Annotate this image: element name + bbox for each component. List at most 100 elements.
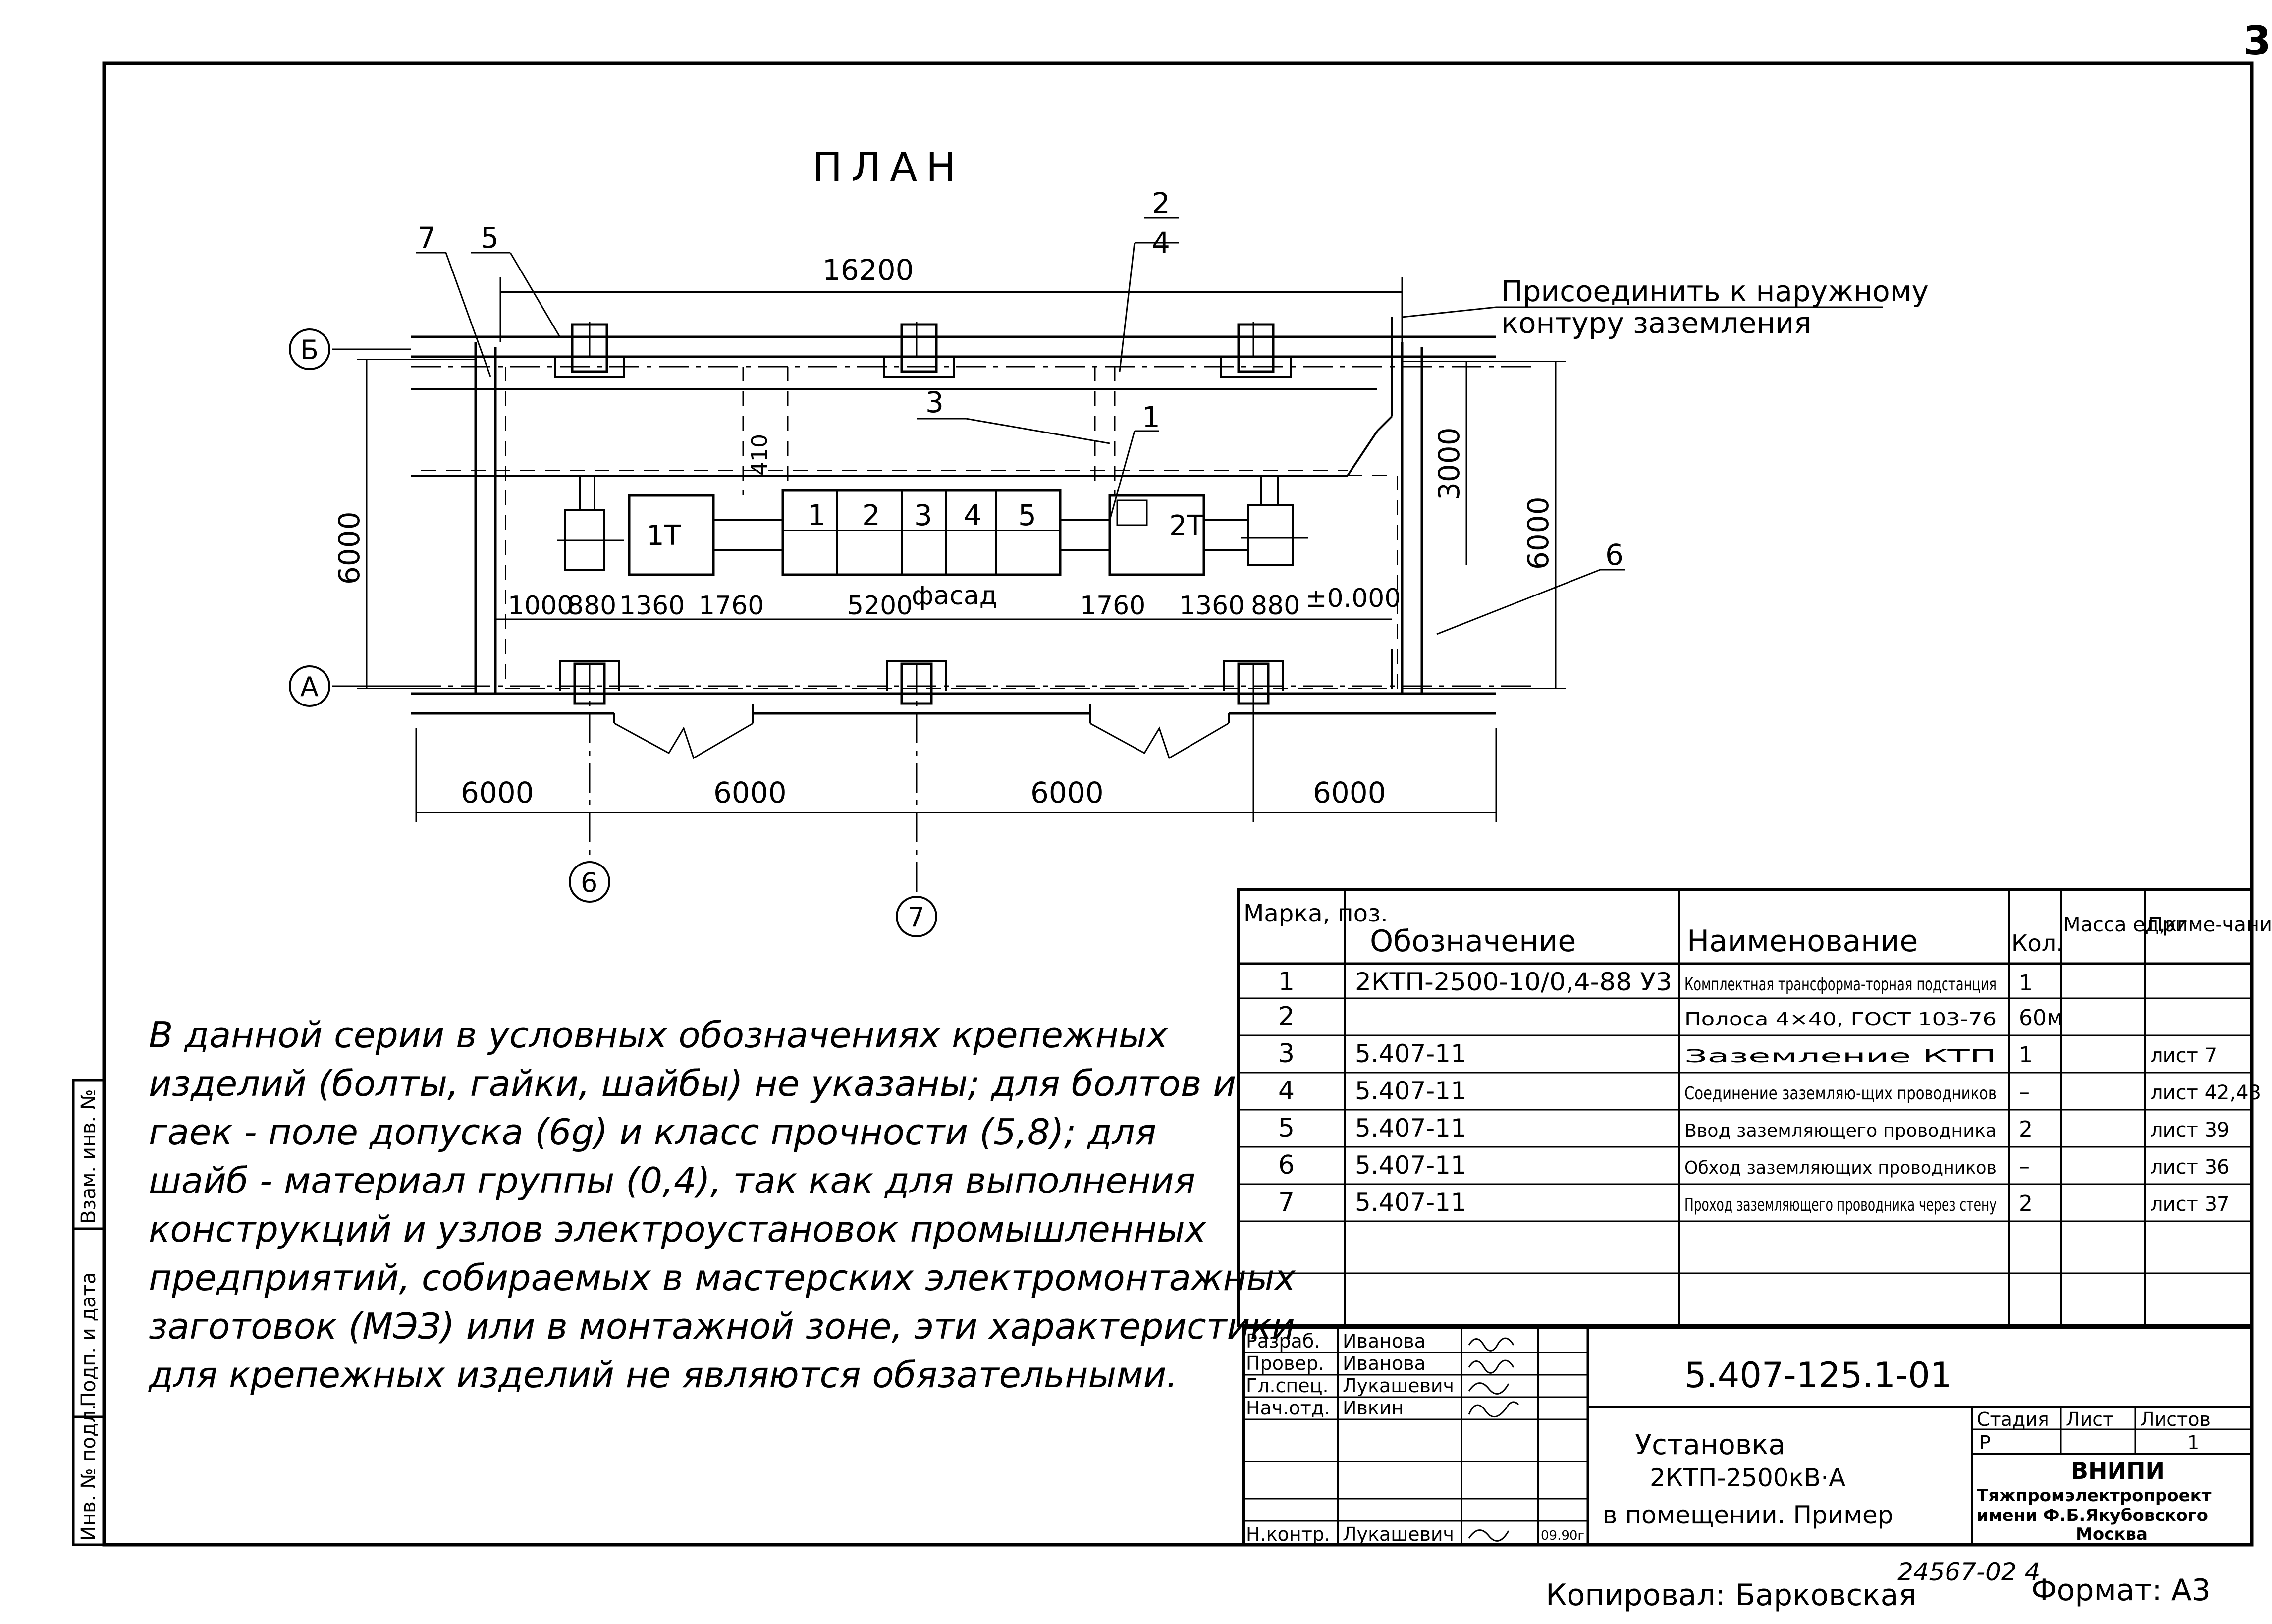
tb-title-line3: в помещении. Пример — [1603, 1501, 1893, 1529]
cell-3-label: 3 — [914, 498, 932, 532]
spec-cell-pos: 6 — [1278, 1150, 1295, 1180]
spec-cell-name: Полоса 4×40, ГОСТ 103-76 — [1684, 1009, 1997, 1029]
dim-row-7: 1760 — [1080, 591, 1145, 621]
spec-cell-note: лист 39 — [2150, 1119, 2229, 1141]
spec-cell-designation: 5.407-11 — [1355, 1151, 1466, 1180]
note-line: В данной серии в условных обозначениях к… — [149, 1014, 1168, 1056]
spec-cell-note: лист 42,43 — [2150, 1082, 2261, 1104]
spec-cell-qty: – — [2019, 1154, 2030, 1179]
general-note: В данной серии в условных обозначениях к… — [149, 1011, 1296, 1399]
footer-format: Формат: А3 — [2031, 1573, 2211, 1608]
dim-row-facade: фасад — [912, 581, 997, 611]
footer-copied: Копировал: Барковская — [1546, 1578, 1917, 1613]
spec-header-mass: Масса ед,кг — [2063, 914, 2187, 936]
axis-a-label: А — [300, 671, 319, 703]
spec-cell-qty: 2 — [2019, 1191, 2033, 1216]
tb-name-chief-spec: Лукашевич — [1343, 1375, 1454, 1397]
sheet-frame — [102, 61, 2254, 1547]
spec-header-name: Наименование — [1687, 924, 1918, 959]
tb-name-norm-control: Лукашевич — [1343, 1523, 1454, 1545]
span-3: 6000 — [1030, 776, 1104, 810]
spec-cell-designation: 5.407-11 — [1355, 1114, 1466, 1142]
span-4: 6000 — [1313, 776, 1386, 810]
tb-sheet-label: Лист — [2066, 1408, 2113, 1430]
spec-cell-name: Соединение заземляю-щих проводников — [1684, 1083, 1997, 1104]
dim-total-length: 16200 — [822, 253, 914, 287]
tb-role-norm-control: Н.контр. — [1246, 1523, 1330, 1545]
spec-table — [1237, 888, 2253, 1327]
note-line: конструкций и узлов электроустановок про… — [149, 1208, 1206, 1250]
spec-cell-pos: 5 — [1278, 1113, 1295, 1143]
spec-cell-pos: 3 — [1278, 1039, 1295, 1069]
tb-stage-label: Стадия — [1977, 1408, 2049, 1430]
tb-sheets-total: 1 — [2187, 1432, 2199, 1454]
tb-role-chief-spec: Гл.спец. — [1246, 1375, 1329, 1397]
callout-2-top: 2 — [1152, 186, 1170, 220]
tb-org-line1: ВНИПИ — [2071, 1458, 2164, 1484]
stamp-replace-inv: Взам. инв. № — [77, 1089, 100, 1224]
note-line: шайб - материал группы (0,4), так как дл… — [149, 1160, 1196, 1201]
spec-table-text: Марка, поз. Обозначение Наименование Кол… — [1244, 900, 2272, 959]
tb-title-line2: 2КТП-2500кВ·А — [1650, 1463, 1845, 1492]
span-2: 6000 — [713, 776, 787, 810]
side-stamp: Взам. инв. № Подп. и дата Инв. № подл. — [72, 1079, 106, 1546]
tb-name-head-dept: Ивкин — [1343, 1397, 1404, 1419]
dim-inner-height: 3000 — [1432, 427, 1466, 500]
dim-row-5: 5200 — [847, 591, 913, 621]
tb-name-checker: Иванова — [1343, 1353, 1426, 1374]
cell-4-label: 4 — [964, 498, 982, 532]
callout-7: 7 — [418, 221, 436, 255]
spec-cell-name: Проход заземляющего проводника через сте… — [1684, 1195, 1997, 1215]
stamp-sign-date: Подп. и дата — [77, 1272, 100, 1407]
tb-role-head-dept: Нач.отд. — [1246, 1397, 1330, 1419]
dim-row-8: 1360 — [1179, 591, 1244, 621]
note-line: гаек - поле допуска (6g) и класс прочнос… — [149, 1111, 1156, 1153]
spec-cell-pos: 7 — [1278, 1188, 1295, 1217]
cell-5-label: 5 — [1018, 498, 1036, 532]
plan-drawing: 1Т 1 2 3 4 5 2Т — [289, 217, 1883, 937]
footer-archive: 24567-02 4 — [1897, 1558, 2040, 1586]
spec-cell-pos: 4 — [1278, 1076, 1295, 1106]
callout-3: 3 — [925, 385, 944, 419]
spec-cell-name: Комплектная трансформа-торная подстанция — [1684, 974, 1997, 995]
spec-cell-note: лист 37 — [2150, 1193, 2229, 1216]
plan-labels: 16200 7 5 3 1 6 2 4 Присоединить к наруж… — [300, 186, 1929, 933]
callout-6: 6 — [1605, 538, 1623, 572]
note-line: предприятий, собираемых в мастерских эле… — [149, 1257, 1296, 1299]
transformer-2t-label: 2Т — [1169, 510, 1204, 542]
callout-5: 5 — [481, 221, 499, 255]
spec-cell-designation: 5.407-11 — [1355, 1077, 1466, 1105]
tb-org-line2: Тяжпромэлектропроект — [1977, 1486, 2212, 1506]
transformer-1t-label: 1Т — [647, 520, 682, 552]
tb-stage: Р — [1979, 1432, 1991, 1454]
spec-cell-note: лист 7 — [2150, 1044, 2217, 1067]
dim-row-3: 1360 — [619, 591, 685, 621]
dim-row-1: 1000 — [508, 591, 573, 621]
title-block-text: Разраб. Провер. Гл.спец. Нач.отд. Н.конт… — [1246, 1330, 2212, 1545]
span-1: 6000 — [461, 776, 534, 810]
dim-row-level: ±0.000 — [1305, 584, 1401, 613]
note-line: для крепежных изделий не являются обязат… — [149, 1354, 1178, 1396]
dim-row-9: 880 — [1251, 591, 1300, 621]
plan-title: ПЛАН — [812, 144, 965, 190]
spec-header-qty: Кол. — [2011, 930, 2063, 957]
tb-title-line1: Установка — [1635, 1429, 1785, 1461]
spec-cell-qty: 1 — [2019, 971, 2033, 996]
ground-note-line1: Присоединить к наружному — [1501, 274, 1929, 308]
stamp-inv-original: Инв. № подл. — [77, 1404, 100, 1541]
tb-role-checker: Провер. — [1246, 1353, 1324, 1374]
dim-row-2: 880 — [567, 591, 616, 621]
spec-header-pos: Марка, поз. — [1244, 900, 1388, 927]
spec-cell-pos: 1 — [1278, 967, 1295, 997]
axis-6-label: 6 — [581, 867, 597, 898]
dim-row-4: 1760 — [699, 591, 764, 621]
axis-7-label: 7 — [908, 902, 924, 933]
spec-cell-name: Заземление КТП — [1684, 1046, 1997, 1067]
spec-cell-name: Обход заземляющих проводников — [1684, 1158, 1997, 1178]
tb-role-developer: Разраб. — [1246, 1330, 1320, 1352]
tb-doc-code: 5.407-125.1-01 — [1684, 1355, 1952, 1396]
spec-cell-designation: 5.407-11 — [1355, 1039, 1466, 1068]
tb-sheets-label: Листов — [2140, 1408, 2211, 1430]
page-number: 3 — [2243, 18, 2271, 64]
